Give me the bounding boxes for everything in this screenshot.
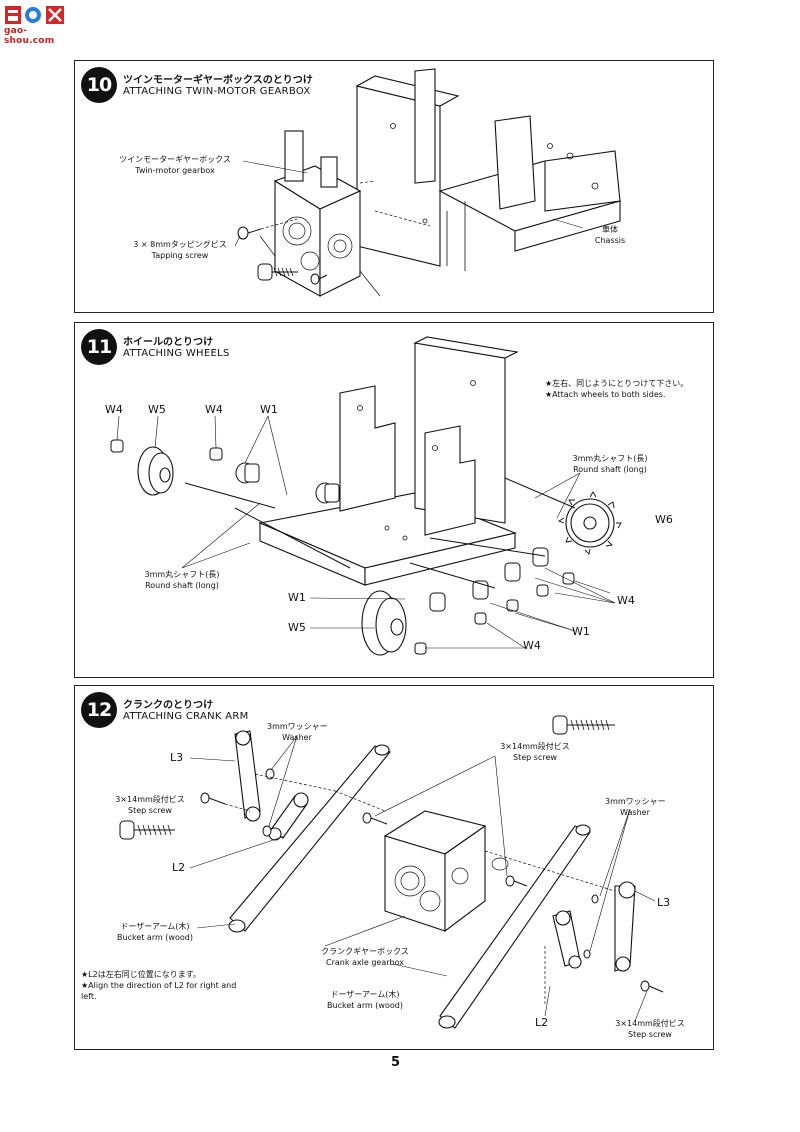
page-number: 5 — [391, 1055, 401, 1070]
attach-both-sides-note: ★左右、同じようにとりつけて下さい。 ★Attach wheels to bot… — [545, 378, 715, 400]
watermark-url: gao-shou.com — [4, 26, 55, 46]
washer-en: Washer — [282, 733, 312, 742]
part-w5-label: W5 — [288, 621, 306, 634]
bucket-jp: ドーザーアーム(木) — [330, 990, 400, 999]
step-number: 12 — [81, 692, 117, 728]
shaft-jp: 3mm丸シャフト(長) — [144, 570, 220, 579]
step-number: 10 — [81, 67, 117, 103]
wheel-assembly-illustration — [110, 336, 622, 656]
stepscrew-jp: 3×14mm段付ビス — [115, 795, 185, 804]
bucket-arm-right-label: ドーザーアーム(木) Bucket arm (wood) — [315, 989, 415, 1011]
step-number: 11 — [81, 329, 117, 365]
crank-jp: クランクギヤーボックス — [321, 947, 409, 956]
part-w1-label: W1 — [572, 625, 590, 638]
washer-left-label: 3mmワッシャー Washer — [267, 721, 328, 743]
bucket-jp: ドーザーアーム(木) — [120, 922, 190, 931]
crank-en: Crank axle gearbox — [326, 958, 404, 967]
bucket-en: Bucket arm (wood) — [327, 1001, 403, 1010]
chassis-label-en: Chassis — [594, 236, 626, 245]
chassis-label-jp: 車体 — [602, 225, 618, 234]
note-jp: ★左右、同じようにとりつけて下さい。 — [545, 379, 689, 388]
gearbox-label-jp: ツインモーターギヤーボックス — [119, 155, 231, 164]
step-title-en: ATTACHING CRANK ARM — [123, 711, 249, 722]
round-shaft-right-label: 3mm丸シャフト(長) Round shaft (long) — [565, 453, 655, 475]
washer-en: Washer — [620, 808, 650, 817]
washer-jp: 3mmワッシャー — [605, 797, 666, 806]
part-w6-label: W6 — [655, 513, 673, 526]
gearbox-label: ツインモーターギヤーボックス Twin-motor gearbox — [105, 154, 245, 176]
step-11-panel: 11 ホイールのとりつけ ATTACHING WHEELS — [74, 322, 714, 678]
part-w1-label: W1 — [288, 591, 306, 604]
step-screw-top-label: 3×14mm段付ビス Step screw — [480, 741, 590, 763]
tapping-screw-label-jp: 3 × 8mmタッピングビス — [133, 240, 227, 249]
step-title-jp: クランクのとりつけ — [123, 700, 214, 711]
part-w1-label: W1 — [260, 403, 278, 416]
part-w4-label: W4 — [523, 639, 541, 652]
bucket-en: Bucket arm (wood) — [117, 933, 193, 942]
gearbox-assembly-illustration — [234, 68, 622, 297]
gearbox-label-en: Twin-motor gearbox — [135, 166, 215, 175]
bucket-arm-left-label: ドーザーアーム(木) Bucket arm (wood) — [105, 921, 205, 943]
step-title-jp: ツインモーターギヤーボックスのとりつけ — [123, 75, 313, 86]
shaft-jp: 3mm丸シャフト(長) — [572, 454, 648, 463]
part-w4-label: W4 — [617, 594, 635, 607]
part-l2-label: L2 — [535, 1016, 549, 1029]
part-l2-label: L2 — [172, 861, 186, 874]
step-title-jp: ホイールのとりつけ — [123, 337, 214, 348]
round-shaft-left-label: 3mm丸シャフト(長) Round shaft (long) — [137, 569, 227, 591]
note-jp: ★L2は左右同じ位置になります。 — [81, 970, 201, 979]
step-screw-left-label: 3×14mm段付ビス Step screw — [95, 794, 205, 816]
washer-jp: 3mmワッシャー — [267, 722, 328, 731]
shaft-en: Round shaft (long) — [573, 465, 647, 474]
part-l3-label: L3 — [170, 751, 184, 764]
stepscrew-jp: 3×14mm段付ビス — [615, 1019, 685, 1028]
part-w4-label: W4 — [105, 403, 123, 416]
stepscrew-en: Step screw — [128, 806, 172, 815]
stepscrew-jp: 3×14mm段付ビス — [500, 742, 570, 751]
step-12-panel: 12 クランクのとりつけ ATTACHING CRANK ARM — [74, 685, 714, 1050]
step-title-en: ATTACHING WHEELS — [123, 348, 230, 359]
l2-direction-note: ★L2は左右同じ位置になります。 ★Align the direction of… — [81, 969, 251, 1002]
stepscrew-en: Step screw — [628, 1030, 672, 1039]
part-w4-label: W4 — [205, 403, 223, 416]
crank-gearbox-label: クランクギヤーボックス Crank axle gearbox — [315, 946, 415, 968]
washer-right-label: 3mmワッシャー Washer — [605, 796, 666, 818]
watermark-emblem-icon — [5, 6, 64, 24]
part-w5-label: W5 — [148, 403, 166, 416]
step-10-panel: 10 ツインモーターギヤーボックスのとりつけ ATTACHING TWIN-MO… — [74, 60, 714, 313]
watermark-logo: gao-shou.com — [4, 4, 74, 46]
step-screw-bottom-label: 3×14mm段付ビス Step screw — [595, 1018, 705, 1040]
part-l3-label: L3 — [657, 896, 671, 909]
note-en: ★Align the direction of L2 for right and… — [81, 981, 237, 1001]
tapping-screw-label: 3 × 8mmタッピングビス Tapping screw — [115, 239, 245, 261]
chassis-label: 車体 Chassis — [585, 224, 635, 246]
step-title-en: ATTACHING TWIN-MOTOR GEARBOX — [123, 86, 311, 97]
shaft-en: Round shaft (long) — [145, 581, 219, 590]
note-en: ★Attach wheels to both sides. — [545, 390, 666, 399]
crank-arm-illustration — [119, 715, 664, 1029]
stepscrew-en: Step screw — [513, 753, 557, 762]
tapping-screw-label-en: Tapping screw — [151, 251, 209, 260]
